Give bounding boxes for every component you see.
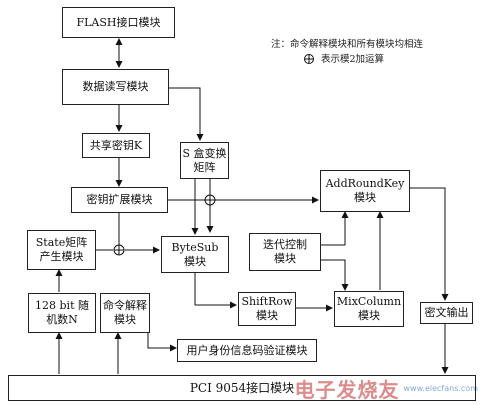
bytesub-block: ByteSub 模块 <box>161 236 229 273</box>
state-matrix-block: State矩阵 产生模块 <box>27 230 96 270</box>
cipher-output-block: 密文输出 <box>420 302 473 324</box>
wire-ark-to-out <box>410 187 449 301</box>
wire-cmd-to-auth <box>147 320 177 352</box>
note-line-1: 注：命令解释模块和所有模块均相连 <box>271 39 424 50</box>
user-auth-block: 用户身份信息码验证模块 <box>177 339 317 362</box>
xor-legend-symbol <box>304 54 314 64</box>
wire-iter-to-mixcol <box>321 259 349 291</box>
xor-node-state <box>113 244 125 256</box>
flash-interface-block: FLASH接口模块 <box>62 7 175 38</box>
note-line-2: 表示模2加运算 <box>321 54 385 65</box>
xor-node-key <box>204 194 216 206</box>
iteration-control-block: 迭代控制 模块 <box>249 233 321 271</box>
watermark: 电子发烧友 www.elecfans.com <box>295 374 479 403</box>
wire-rw-to-sbox <box>168 87 204 141</box>
wire-bytesub-to-shiftrow <box>194 273 237 309</box>
command-interpreter-block: 命令解释 模块 <box>100 293 150 333</box>
watermark-logo: 电子发烧友 <box>294 378 400 402</box>
shared-key-block: 共享密钥K <box>82 133 150 158</box>
data-read-write-block: 数据读写模块 <box>62 69 169 105</box>
pci-interface-block: PCI 9054接口模块 <box>8 375 476 401</box>
shiftrow-block: ShiftRow 模块 <box>238 292 296 326</box>
watermark-url: www.elecfans.com <box>403 384 479 393</box>
mixcolumn-block: MixColumn 模块 <box>334 291 404 327</box>
add-round-key-block: AddRoundKey 模块 <box>320 170 410 212</box>
wire-iter-to-ark <box>321 211 349 246</box>
sbox-matrix-block: S 盒变换 矩阵 <box>180 142 229 179</box>
key-expansion-block: 密钥扩展模块 <box>71 187 168 213</box>
random-number-block: 128 bit 随 机数N <box>28 293 96 333</box>
